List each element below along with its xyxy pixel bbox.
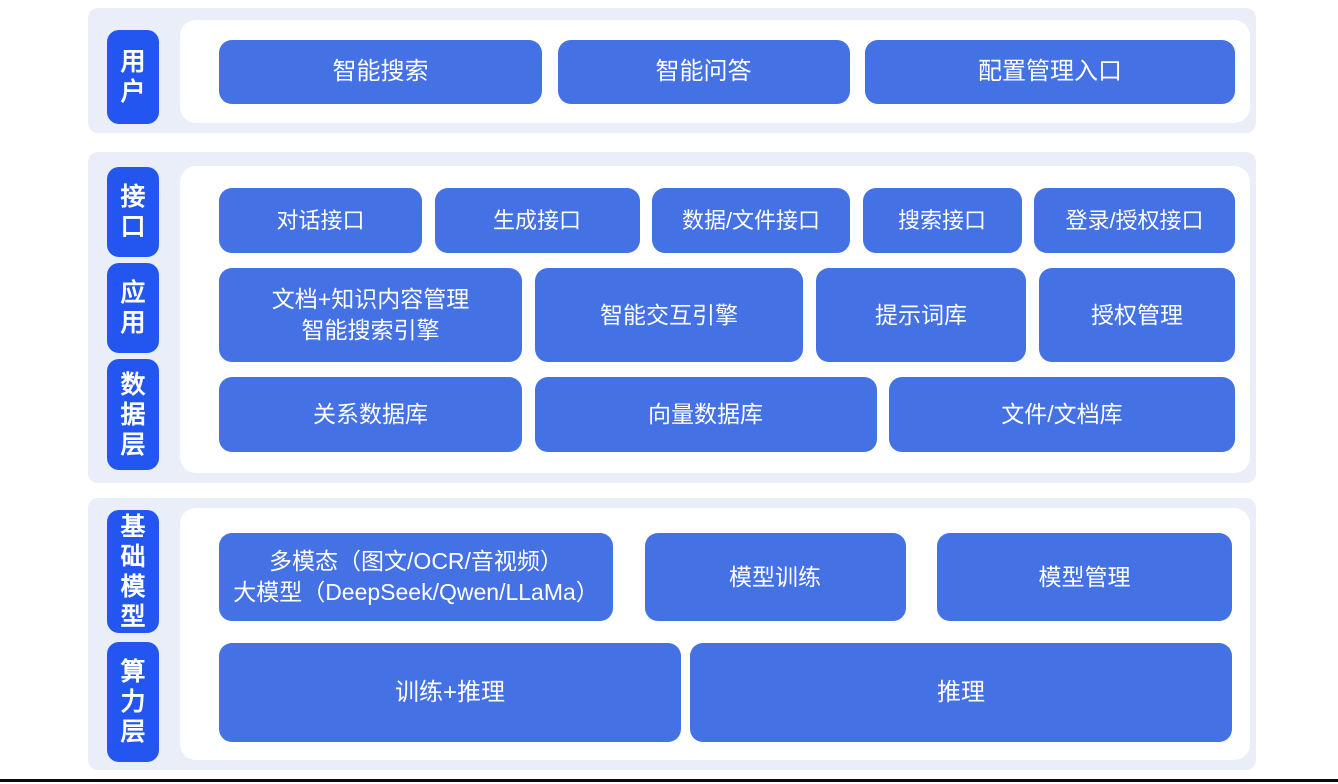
box-inference: 推理 — [690, 643, 1232, 742]
box-intelligent-interaction-engine: 智能交互引擎 — [535, 268, 803, 362]
box-login-auth-api: 登录/授权接口 — [1034, 188, 1235, 253]
container-foundation-compute: 多模态（图文/OCR/音视频） 大模型（DeepSeek/Qwen/LLaMa）… — [180, 508, 1250, 760]
box-prompt-library: 提示词库 — [816, 268, 1026, 362]
box-model-management: 模型管理 — [937, 533, 1232, 621]
row-compute-layer: 训练+推理 推理 — [219, 643, 1232, 742]
band-foundation-compute: 基础模型 算力层 多模态（图文/OCR/音视频） 大模型（DeepSeek/Qw… — [88, 498, 1256, 770]
box-multimodal-llm: 多模态（图文/OCR/音视频） 大模型（DeepSeek/Qwen/LLaMa） — [219, 533, 613, 621]
container-middle-layers: 对话接口 生成接口 数据/文件接口 搜索接口 登录/授权接口 文档+知识内容管理… — [180, 166, 1250, 473]
row-interface: 对话接口 生成接口 数据/文件接口 搜索接口 登录/授权接口 — [219, 188, 1235, 253]
box-vector-database: 向量数据库 — [534, 377, 877, 452]
row-foundation-model: 多模态（图文/OCR/音视频） 大模型（DeepSeek/Qwen/LLaMa）… — [219, 533, 1232, 621]
box-doc-knowledge-search-engine: 文档+知识内容管理 智能搜索引擎 — [219, 268, 522, 362]
label-compute-layer-text: 算力层 — [120, 658, 146, 746]
label-foundation-model-text: 基础模型 — [120, 512, 146, 631]
label-application-text: 应用 — [120, 279, 146, 337]
box-file-document-store: 文件/文档库 — [889, 377, 1235, 452]
label-data-layer: 数据层 — [107, 359, 159, 470]
box-dialog-api: 对话接口 — [219, 188, 422, 253]
box-search-api: 搜索接口 — [862, 188, 1022, 253]
label-compute-layer: 算力层 — [107, 642, 159, 762]
row-data-layer: 关系数据库 向量数据库 文件/文档库 — [219, 377, 1235, 452]
box-smart-qa: 智能问答 — [557, 39, 850, 104]
label-interface-text: 接口 — [120, 183, 146, 241]
box-model-training: 模型训练 — [644, 533, 906, 621]
band-middle-layers: 接口 应用 数据层 对话接口 生成接口 数据/文件接口 搜索接口 登录/授权接口… — [88, 152, 1256, 483]
box-authorization-management: 授权管理 — [1039, 268, 1235, 362]
box-smart-search: 智能搜索 — [219, 39, 542, 104]
label-data-layer-text: 数据层 — [120, 370, 146, 459]
box-data-file-api: 数据/文件接口 — [652, 188, 850, 253]
box-config-management-entry: 配置管理入口 — [865, 39, 1235, 104]
label-user-text: 用户 — [120, 48, 146, 106]
box-generation-api: 生成接口 — [434, 188, 640, 253]
container-user-layer: 智能搜索 智能问答 配置管理入口 — [180, 20, 1250, 123]
row-application: 文档+知识内容管理 智能搜索引擎 智能交互引擎 提示词库 授权管理 — [219, 268, 1235, 362]
label-foundation-model: 基础模型 — [107, 510, 159, 633]
box-training-inference: 训练+推理 — [219, 643, 681, 742]
label-application: 应用 — [107, 263, 159, 353]
label-interface: 接口 — [107, 167, 159, 257]
label-user: 用户 — [107, 30, 159, 124]
box-relational-database: 关系数据库 — [219, 377, 522, 452]
band-user-layer: 用户 智能搜索 智能问答 配置管理入口 — [88, 8, 1256, 133]
bottom-border-line — [0, 779, 1338, 782]
